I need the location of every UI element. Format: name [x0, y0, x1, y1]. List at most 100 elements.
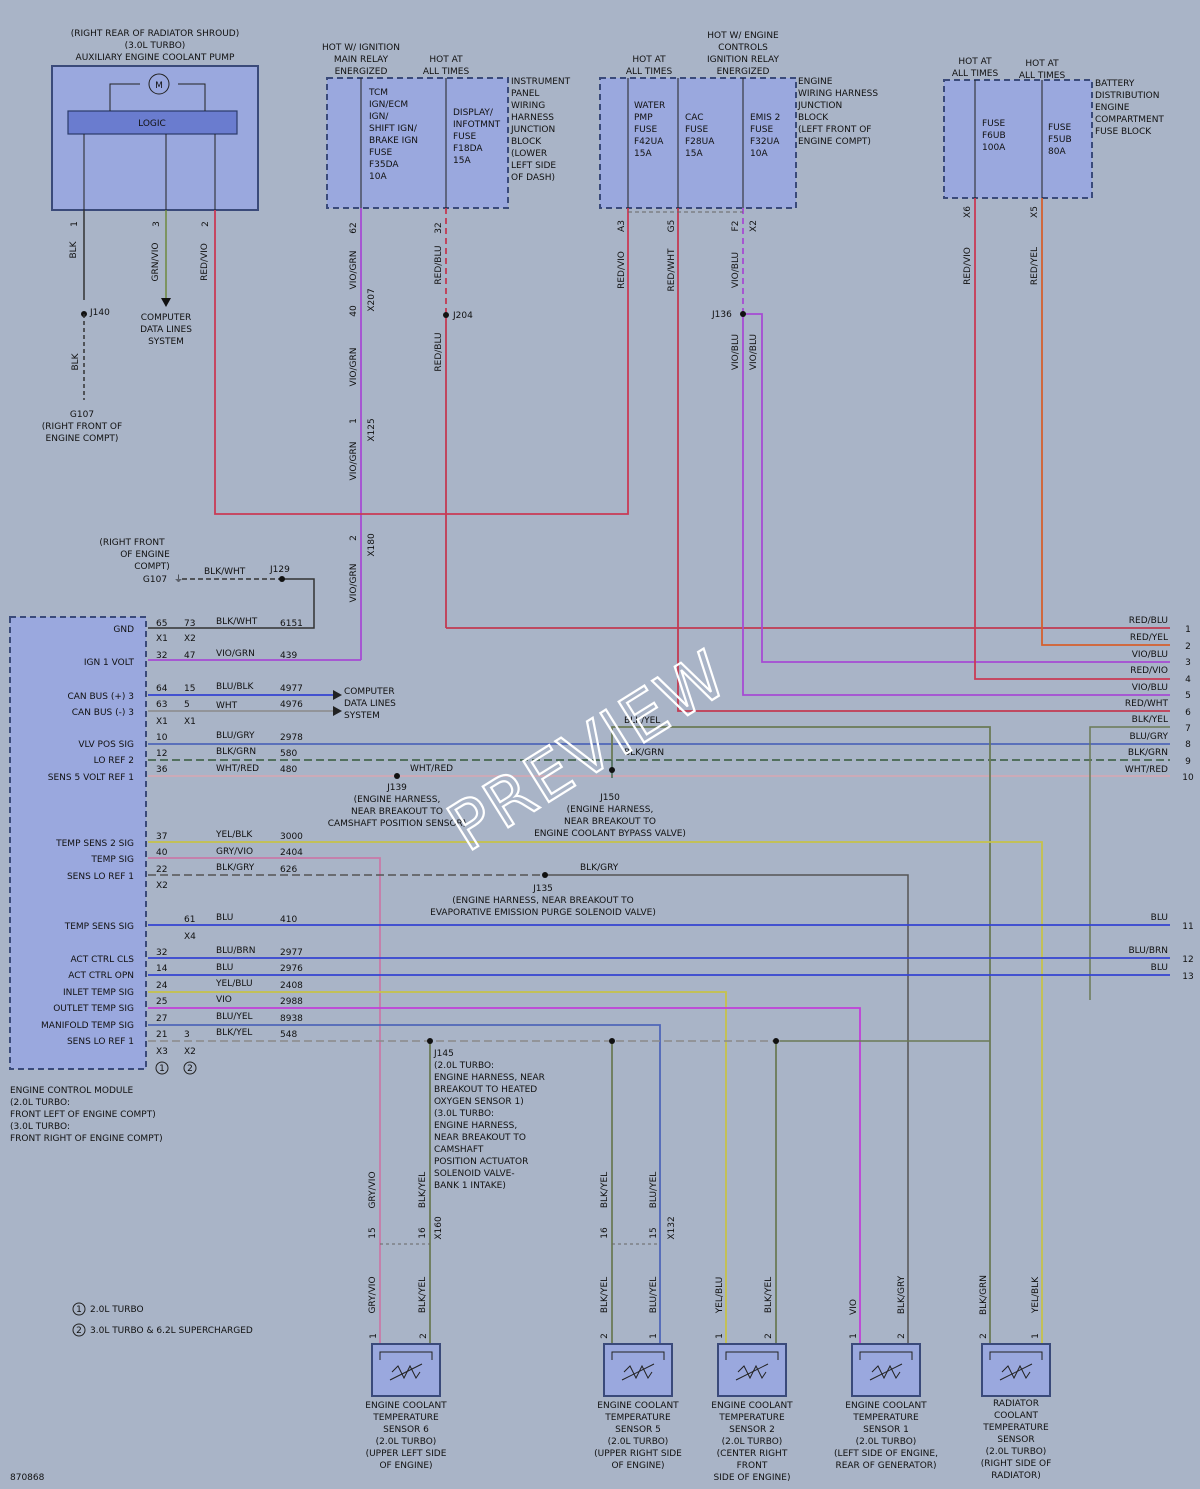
svg-text:J140: J140	[89, 308, 110, 318]
svg-text:M: M	[155, 81, 163, 91]
svg-text:VIO/GRN: VIO/GRN	[216, 649, 255, 659]
pump-header-3: AUXILIARY ENGINE COOLANT PUMP	[76, 53, 235, 63]
svg-text:ENGINE: ENGINE	[1095, 103, 1130, 113]
svg-text:INSTRUMENT: INSTRUMENT	[511, 77, 571, 87]
svg-text:1: 1	[1185, 625, 1191, 635]
svg-text:4977: 4977	[280, 684, 303, 694]
svg-text:BATTERY: BATTERY	[1095, 79, 1135, 89]
svg-text:15: 15	[649, 1227, 659, 1238]
svg-text:JUNCTION: JUNCTION	[510, 125, 555, 135]
svg-text:(RIGHT FRONT OF: (RIGHT FRONT OF	[42, 422, 122, 432]
svg-text:ENGINE COMPT): ENGINE COMPT)	[798, 137, 871, 147]
svg-text:RED/BLU: RED/BLU	[434, 245, 444, 284]
svg-text:ALL TIMES: ALL TIMES	[423, 67, 470, 77]
svg-text:TEMPERATURE: TEMPERATURE	[372, 1413, 439, 1423]
svg-text:ALL TIMES: ALL TIMES	[626, 67, 673, 77]
svg-text:ACT CTRL OPN: ACT CTRL OPN	[68, 971, 134, 981]
svg-text:DATA LINES: DATA LINES	[140, 325, 192, 335]
svg-text:BLK/GRY: BLK/GRY	[897, 1275, 907, 1314]
svg-text:25: 25	[156, 997, 167, 1007]
svg-text:(2.0L TURBO:: (2.0L TURBO:	[10, 1098, 70, 1108]
svg-text:BLK/GRN: BLK/GRN	[1128, 748, 1168, 758]
svg-text:LEFT SIDE: LEFT SIDE	[511, 161, 556, 171]
svg-text:FRONT RIGHT OF ENGINE COMPT): FRONT RIGHT OF ENGINE COMPT)	[10, 1134, 163, 1144]
svg-text:7: 7	[1185, 724, 1191, 734]
svg-text:ENGINE: ENGINE	[798, 77, 833, 87]
svg-text:X125: X125	[367, 418, 377, 441]
svg-text:BLU: BLU	[216, 963, 233, 973]
svg-text:COMPUTER: COMPUTER	[344, 687, 395, 697]
svg-text:(2.0L TURBO:: (2.0L TURBO:	[434, 1061, 494, 1071]
svg-text:2988: 2988	[280, 997, 303, 1007]
svg-text:(ENGINE HARNESS,: (ENGINE HARNESS,	[567, 805, 654, 815]
svg-text:BLU/YEL: BLU/YEL	[649, 1172, 659, 1209]
svg-text:VIO: VIO	[216, 995, 232, 1005]
sensor-5: 2 1 ENGINE COOLANT TEMPERATURE SENSOR 5 …	[594, 1333, 682, 1471]
svg-text:3: 3	[152, 221, 162, 227]
svg-text:62: 62	[349, 222, 359, 233]
battery-distribution-fuse-block: HOT AT ALL TIMES HOT AT ALL TIMES FUSE F…	[943, 57, 1164, 199]
svg-text:J136: J136	[711, 310, 732, 320]
svg-text:DISPLAY/: DISPLAY/	[453, 108, 494, 118]
svg-text:BLK/YEL: BLK/YEL	[418, 1277, 428, 1313]
svg-text:X5: X5	[1030, 206, 1040, 218]
svg-text:(LOWER: (LOWER	[511, 149, 547, 159]
svg-text:RED/VIO: RED/VIO	[617, 251, 627, 289]
svg-text:OF ENGINE): OF ENGINE)	[379, 1461, 432, 1471]
svg-text:BLK/GRN: BLK/GRN	[979, 1275, 989, 1315]
svg-text:9: 9	[1185, 757, 1191, 767]
svg-text:X2: X2	[156, 881, 168, 891]
svg-text:(3.0L TURBO:: (3.0L TURBO:	[10, 1122, 70, 1132]
svg-text:73: 73	[184, 619, 195, 629]
svg-text:BLU: BLU	[1151, 963, 1168, 973]
svg-text:BANK 1 INTAKE): BANK 1 INTAKE)	[434, 1181, 506, 1191]
svg-text:2978: 2978	[280, 733, 303, 743]
svg-text:WHT/RED: WHT/RED	[410, 764, 453, 774]
svg-text:SYSTEM: SYSTEM	[148, 337, 184, 347]
svg-text:TEMP SENS 2 SIG: TEMP SENS 2 SIG	[55, 839, 134, 849]
svg-text:FUSE: FUSE	[982, 119, 1005, 129]
svg-text:POSITION ACTUATOR: POSITION ACTUATOR	[434, 1157, 528, 1167]
svg-text:FUSE BLOCK: FUSE BLOCK	[1095, 127, 1152, 137]
svg-text:13: 13	[1182, 972, 1193, 982]
svg-text:2: 2	[419, 1333, 429, 1339]
svg-text:VIO/BLU: VIO/BLU	[1132, 650, 1168, 660]
svg-text:ALL TIMES: ALL TIMES	[952, 69, 999, 79]
svg-text:15: 15	[184, 684, 195, 694]
svg-text:SENSOR 2: SENSOR 2	[729, 1425, 775, 1435]
svg-text:2: 2	[1185, 642, 1191, 652]
svg-text:14: 14	[156, 964, 168, 974]
svg-text:BLU/BRN: BLU/BRN	[216, 946, 256, 956]
engine-control-module	[9, 616, 147, 1070]
svg-text:10A: 10A	[369, 172, 387, 182]
svg-text:VIO: VIO	[849, 1299, 859, 1315]
svg-text:2: 2	[764, 1333, 774, 1339]
svg-text:626: 626	[280, 865, 297, 875]
svg-text:IGN 1 VOLT: IGN 1 VOLT	[84, 658, 135, 668]
svg-text:X1: X1	[184, 717, 196, 727]
svg-text:10A: 10A	[750, 149, 768, 159]
sensor-1: 1 2 ENGINE COOLANT TEMPERATURE SENSOR 1 …	[834, 1333, 938, 1471]
svg-text:ENGINE COOLANT: ENGINE COOLANT	[845, 1401, 927, 1411]
svg-text:BLK/GRY: BLK/GRY	[216, 863, 255, 873]
sensor-2: 1 2 ENGINE COOLANT TEMPERATURE SENSOR 2 …	[711, 1333, 793, 1483]
svg-text:INFOTMNT: INFOTMNT	[453, 120, 501, 130]
svg-text:40: 40	[156, 848, 168, 858]
svg-text:DATA LINES: DATA LINES	[344, 699, 396, 709]
svg-text:RADIATOR): RADIATOR)	[991, 1471, 1040, 1481]
svg-text:MANIFOLD TEMP SIG: MANIFOLD TEMP SIG	[41, 1021, 134, 1031]
svg-text:410: 410	[280, 915, 297, 925]
svg-text:HOT AT: HOT AT	[632, 55, 666, 65]
svg-text:4976: 4976	[280, 700, 303, 710]
radiator-sensor: 2 1 RADIATOR COOLANT TEMPERATURE SENSOR …	[979, 1333, 1051, 1481]
svg-text:BLK/GRN: BLK/GRN	[216, 747, 256, 757]
svg-text:X180: X180	[367, 533, 377, 557]
pump-header-1: (RIGHT REAR OF RADIATOR SHROUD)	[71, 29, 239, 39]
svg-text:FUSE: FUSE	[453, 132, 476, 142]
svg-text:VIO/BLU: VIO/BLU	[731, 334, 741, 370]
svg-text:EMIS 2: EMIS 2	[750, 113, 780, 123]
svg-text:FRONT LEFT OF ENGINE COMPT): FRONT LEFT OF ENGINE COMPT)	[10, 1110, 156, 1120]
j145-note: J145 (2.0L TURBO: ENGINE HARNESS, NEAR B…	[433, 1049, 545, 1191]
svg-text:F18DA: F18DA	[453, 144, 483, 154]
svg-text:BLK/YEL: BLK/YEL	[764, 1277, 774, 1313]
